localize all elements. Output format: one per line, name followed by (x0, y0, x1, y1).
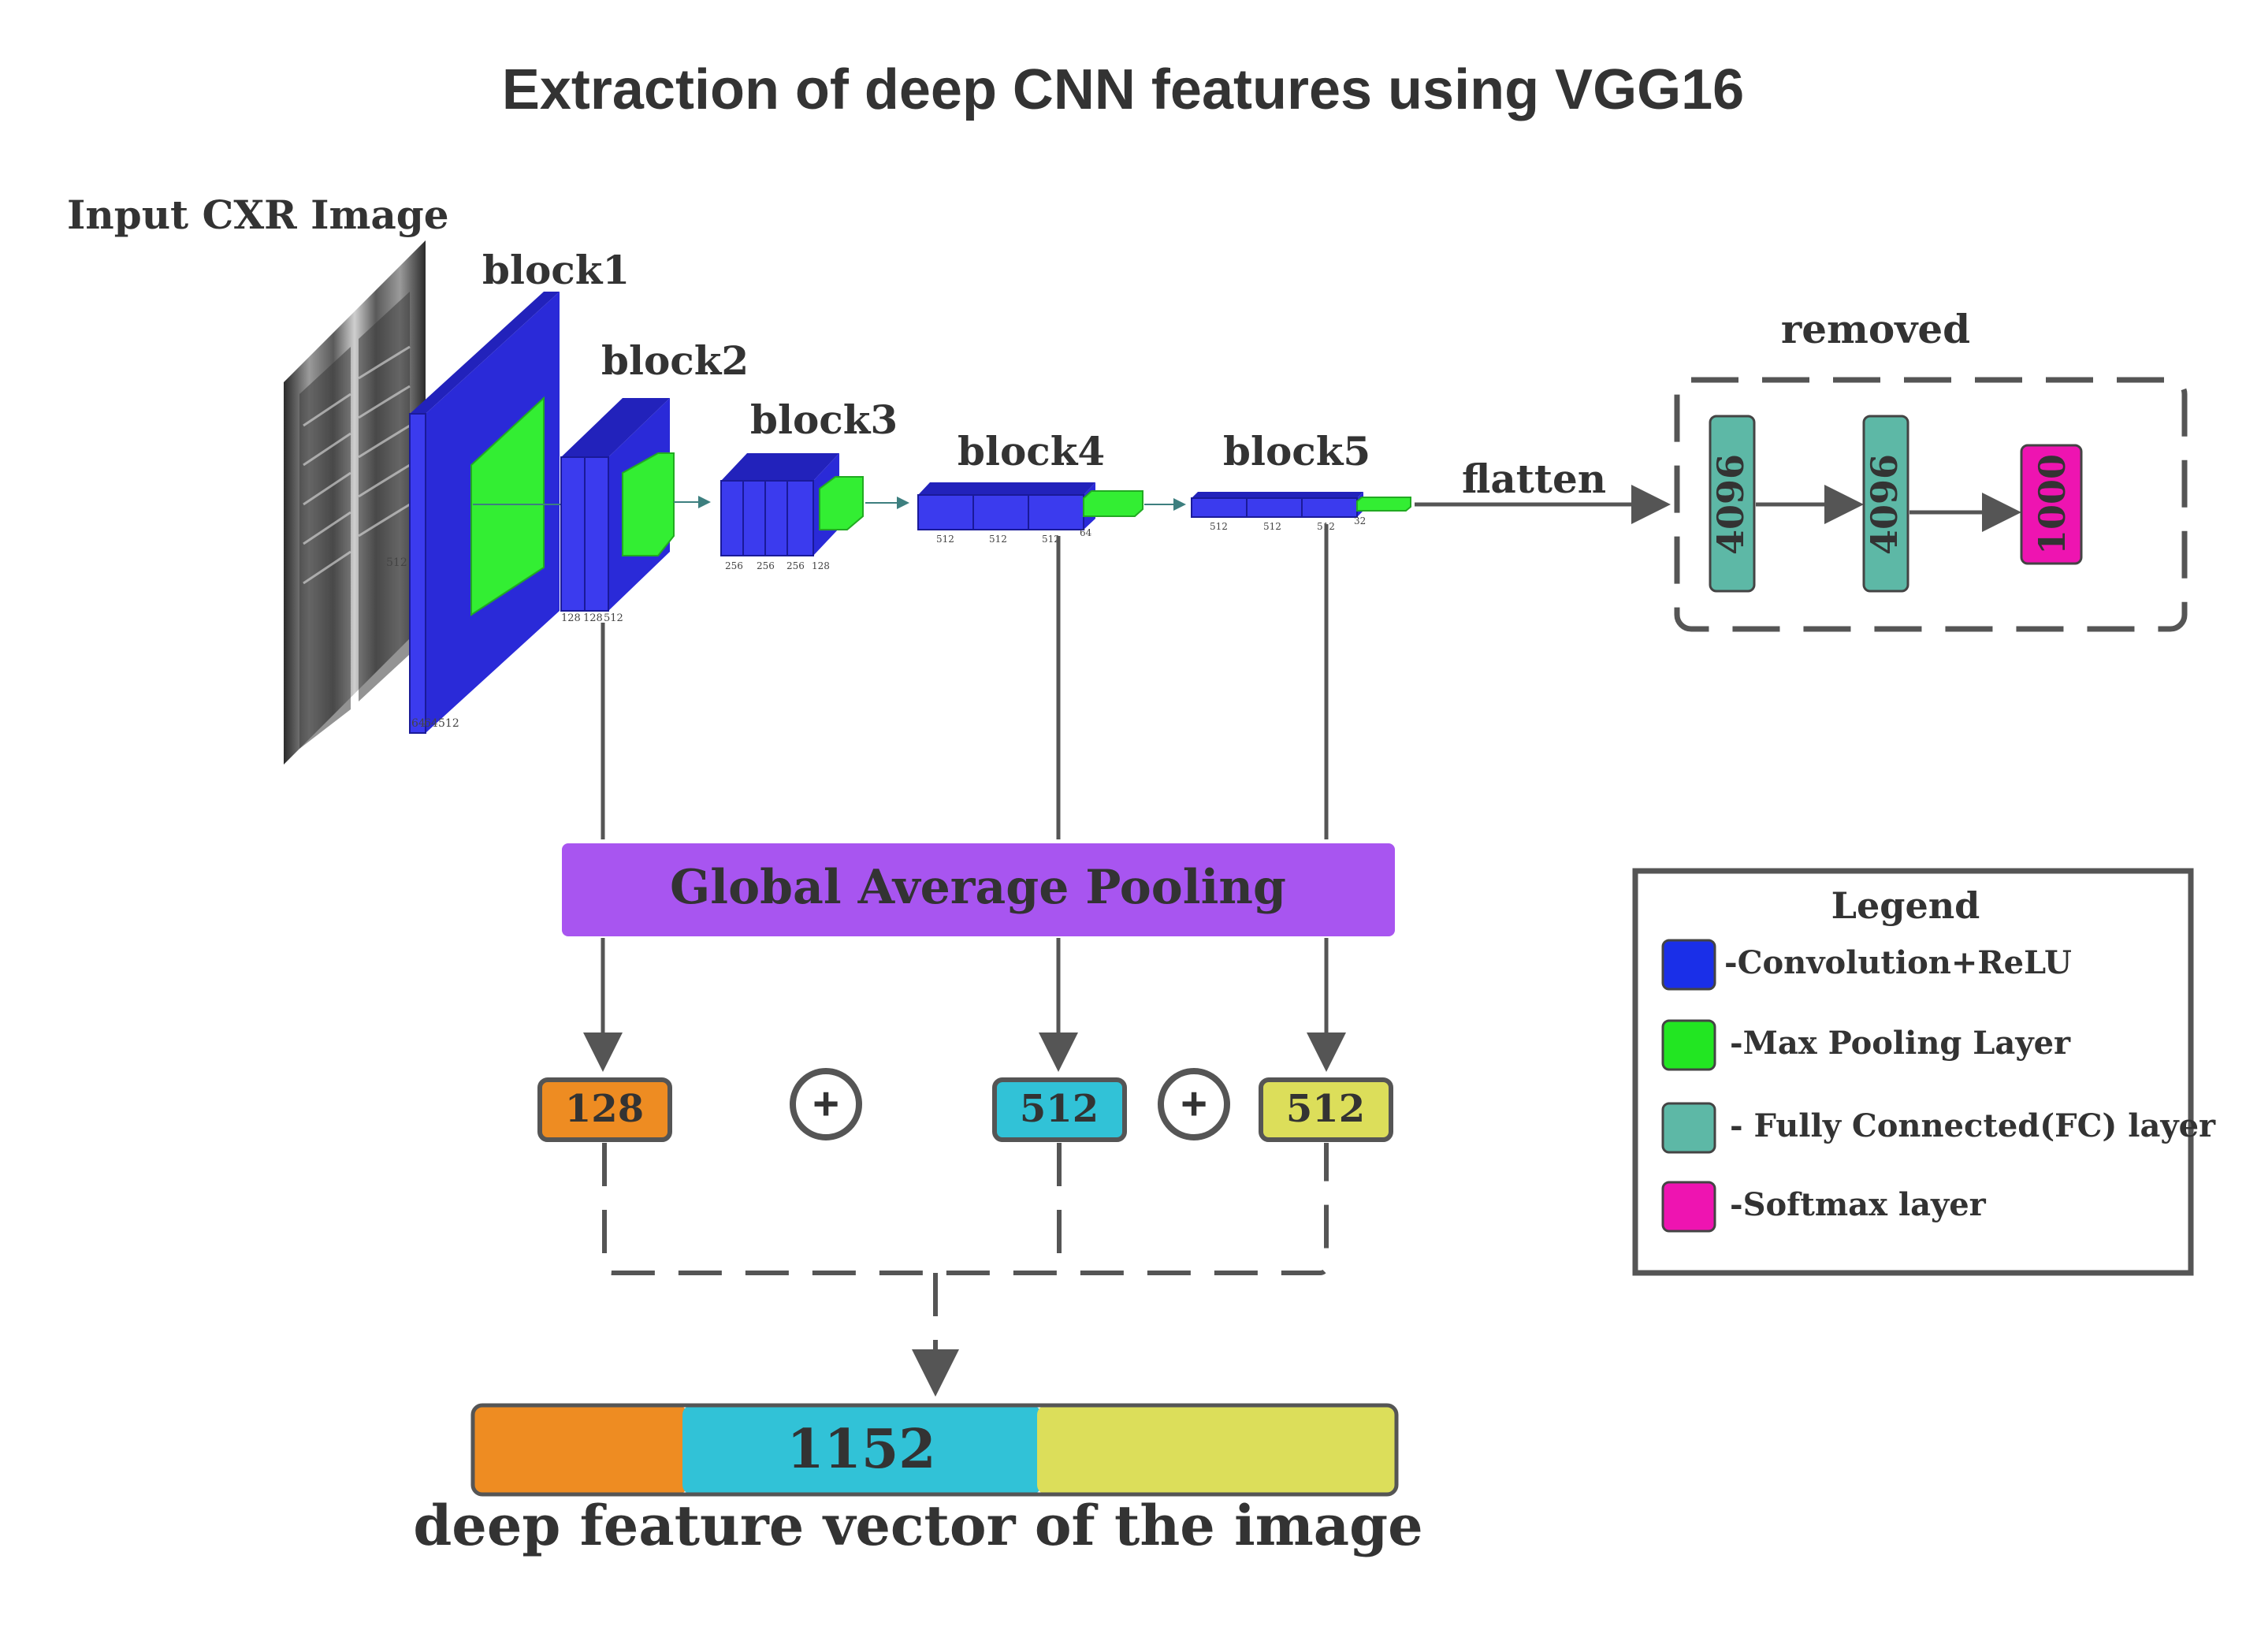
block3-label: block3 (750, 396, 898, 443)
block3-conv-2 (742, 480, 766, 556)
block4-conv-3 (1028, 494, 1084, 530)
legend-swatch-pool (1661, 1019, 1716, 1071)
block4-group: block4 512 512 512 64 (917, 428, 1186, 545)
plus-icon-2 (1158, 1068, 1230, 1140)
final-vector-caption: deep feature vector of the image (413, 1493, 1422, 1558)
legend-box (1632, 868, 2194, 1276)
legend-label-softmax: -Softmax layer (1730, 1186, 1987, 1223)
feature-lines (583, 524, 1346, 1072)
flatten-label: flatten (1462, 456, 1606, 502)
softmax-layer (2020, 444, 2083, 565)
plus-icon-1 (790, 1068, 862, 1140)
legend-label-pool: -Max Pooling Layer (1730, 1025, 2071, 1062)
block5-conv-label-2: 512 (1263, 521, 1281, 532)
block2-pool (622, 452, 675, 556)
fc-layer-2-label: 4096 (1863, 454, 1906, 555)
final-feature-vector (470, 1403, 1399, 1497)
block3-pool (819, 476, 864, 530)
block5-conv-label-1: 512 (1210, 521, 1228, 532)
fc-layer-1 (1709, 415, 1756, 593)
plus-icon-2-symbol: + (1181, 1078, 1207, 1129)
block4-conv-label-2: 512 (989, 534, 1007, 545)
block3-group: block3 256 256 256 128 (720, 396, 909, 571)
block1-pool (470, 396, 545, 616)
feature-box-128-label: 128 (565, 1087, 644, 1131)
block2-conv-label-2: 128 (583, 612, 603, 624)
block5-conv-2 (1246, 497, 1303, 518)
block5-conv-label-4: 32 (1354, 515, 1366, 526)
block1-side-label: 512 (386, 556, 407, 569)
concat-dashed-lines (602, 1143, 1329, 1397)
gap-bar (562, 843, 1395, 936)
block4-conv-label-4: 64 (1080, 527, 1092, 538)
block4-conv-1 (917, 494, 974, 530)
final-vector-value: 1152 (786, 1418, 935, 1481)
fc-layer-1-label: 4096 (1709, 454, 1752, 555)
input-xray-image (284, 240, 426, 765)
feature-box-512-b-label: 512 (1286, 1087, 1365, 1131)
legend-swatch-softmax (1661, 1181, 1716, 1233)
gap-label: Global Average Pooling (670, 860, 1286, 915)
block2-conv-1 (560, 456, 586, 612)
legend-title: Legend (1831, 884, 1980, 927)
block1-conv-front (409, 413, 426, 734)
block4-pool (1083, 490, 1143, 517)
block2-conv-label-1: 128 (561, 612, 581, 624)
removed-box (1674, 377, 2188, 632)
block5-label: block5 (1223, 428, 1370, 474)
block1-label: block1 (482, 247, 630, 293)
block3-conv-label-1: 256 (725, 560, 743, 571)
block5-group: block5 512 512 512 32 (1191, 428, 1411, 532)
block1-group: block1 512 64 64 512 (386, 247, 630, 734)
block3-conv-label-3: 256 (786, 560, 805, 571)
feature-box-512-a (992, 1077, 1127, 1142)
feature-box-512-b (1259, 1077, 1393, 1142)
legend-label-conv: -Convolution+ReLU (1724, 944, 2072, 981)
block4-conv-2 (972, 494, 1029, 530)
block2-group: block2 128 128 512 (560, 337, 749, 624)
page-title: Extraction of deep CNN features using VG… (502, 58, 1744, 121)
block4-conv-label-3: 512 (1042, 534, 1060, 545)
block5-conv-1 (1191, 497, 1248, 518)
block1-conv-label-3: 512 (438, 717, 459, 730)
legend-swatch-conv (1661, 939, 1716, 991)
block1-conv-label-2: 64 (424, 717, 438, 730)
block3-conv-3 (764, 480, 788, 556)
block5-conv-3 (1301, 497, 1358, 518)
block2-label: block2 (601, 337, 749, 384)
block2-conv-2 (584, 456, 609, 612)
block5-pool (1356, 497, 1411, 512)
block3-conv-label-4: 128 (812, 560, 830, 571)
legend-swatch-fc (1661, 1102, 1716, 1154)
block3-conv-label-2: 256 (757, 560, 775, 571)
softmax-layer-label: 1000 (2031, 454, 2073, 555)
block1-conv-label-1: 64 (411, 717, 426, 730)
feature-box-512-a-label: 512 (1020, 1087, 1099, 1131)
feature-box-128 (537, 1077, 672, 1142)
removed-label: removed (1781, 306, 1970, 352)
block1-conv-top (410, 292, 560, 414)
block3-conv-1 (720, 480, 744, 556)
fc-layer-2 (1862, 415, 1909, 593)
block2-conv-label-3: 512 (604, 612, 623, 624)
legend: Legend -Convolution+ReLU -Max Pooling La… (1632, 868, 2216, 1276)
plus-icon-1-symbol: + (813, 1078, 839, 1129)
block4-label: block4 (958, 428, 1105, 474)
legend-label-fc: - Fully Connected(FC) layer (1730, 1107, 2216, 1144)
block4-conv-label-1: 512 (936, 534, 954, 545)
input-image-label: Input CXR Image (67, 192, 449, 238)
